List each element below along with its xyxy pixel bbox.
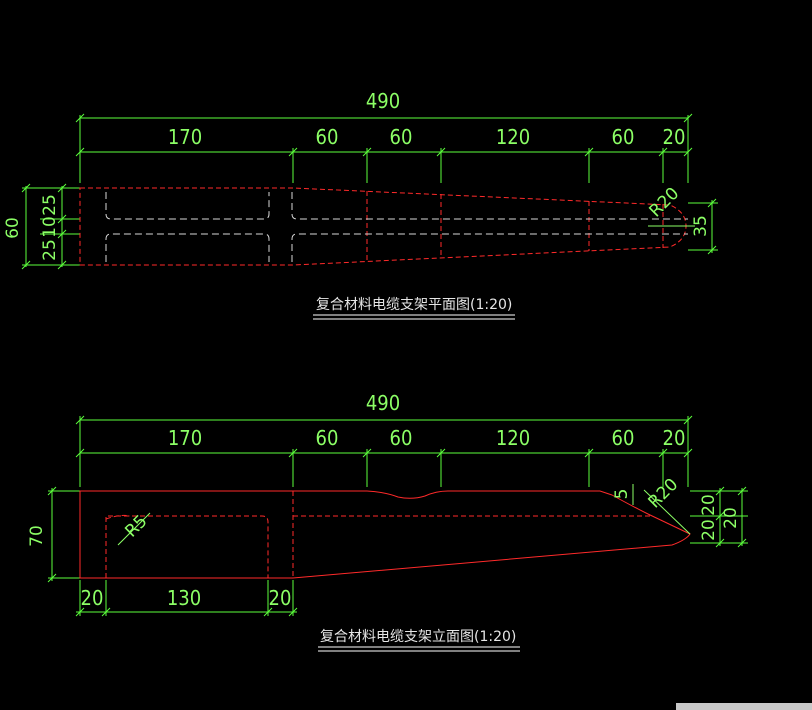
elev-overall-dimension: 490 [75,391,693,487]
elev-seg-2: 60 [316,426,339,450]
elev-right-dim-1: 20 [699,494,719,516]
elev-segment-dimensions: 170 60 60 120 60 20 [75,426,693,487]
plan-view: 490 170 60 60 120 60 20 [3,89,718,320]
plan-segment-dimensions: 170 60 60 120 60 20 [75,125,693,183]
elev-notch-label: 5 [612,489,632,500]
elev-height-total: 70 [27,525,47,547]
plan-height-part-3: 25 [40,239,60,261]
elev-seg-1: 170 [168,426,202,450]
elev-overall-label: 490 [366,391,400,415]
elev-outline [79,490,691,579]
plan-height-part-1: 25 [40,194,60,216]
elev-bottom-dimensions: 20 130 20 [75,580,298,617]
elev-right-dimensions: 20 20 20 [690,486,748,548]
elevation-view: 490 170 60 60 120 60 20 [27,391,748,652]
elev-radius-large-label: R20 [645,475,683,513]
elev-right-dim-2: 20 [699,519,719,541]
elev-title-block: 复合材料电缆支架立面图(1:20) [318,628,520,652]
plan-height-dimensions: 60 25 10 25 [3,183,80,270]
plan-overall-dimension: 490 [75,89,693,183]
plan-tip-height: 35 [691,215,711,237]
elev-seg-5: 60 [612,426,635,450]
elev-seg-4: 120 [496,426,530,450]
plan-tip-dimension: 35 [688,198,718,255]
elev-seg-3: 60 [390,426,413,450]
plan-radius-label: R20 [646,184,684,222]
plan-height-part-2: 10 [40,216,60,238]
plan-outline [79,187,688,266]
plan-height-total: 60 [3,217,23,239]
plan-seg-6: 20 [663,125,686,149]
plan-seg-3: 60 [390,125,413,149]
plan-seg-4: 120 [496,125,530,149]
elev-seg-6: 20 [663,426,686,450]
plan-seg-1: 170 [168,125,202,149]
plan-seg-5: 60 [612,125,635,149]
plan-seg-2: 60 [316,125,339,149]
elev-bottom-dim-3: 20 [269,586,292,610]
plan-title-block: 复合材料电缆支架平面图(1:20) [313,296,515,320]
plan-overall-label: 490 [366,89,400,113]
elev-height-dimension: 70 [27,486,80,583]
elev-bottom-dim-1: 20 [81,586,104,610]
elev-bottom-dim-2: 130 [167,586,201,610]
elev-right-dim-3: 20 [721,507,741,529]
horizontal-scrollbar[interactable] [676,703,812,710]
elev-title: 复合材料电缆支架立面图(1:20) [320,628,516,645]
plan-title: 复合材料电缆支架平面图(1:20) [316,296,512,313]
